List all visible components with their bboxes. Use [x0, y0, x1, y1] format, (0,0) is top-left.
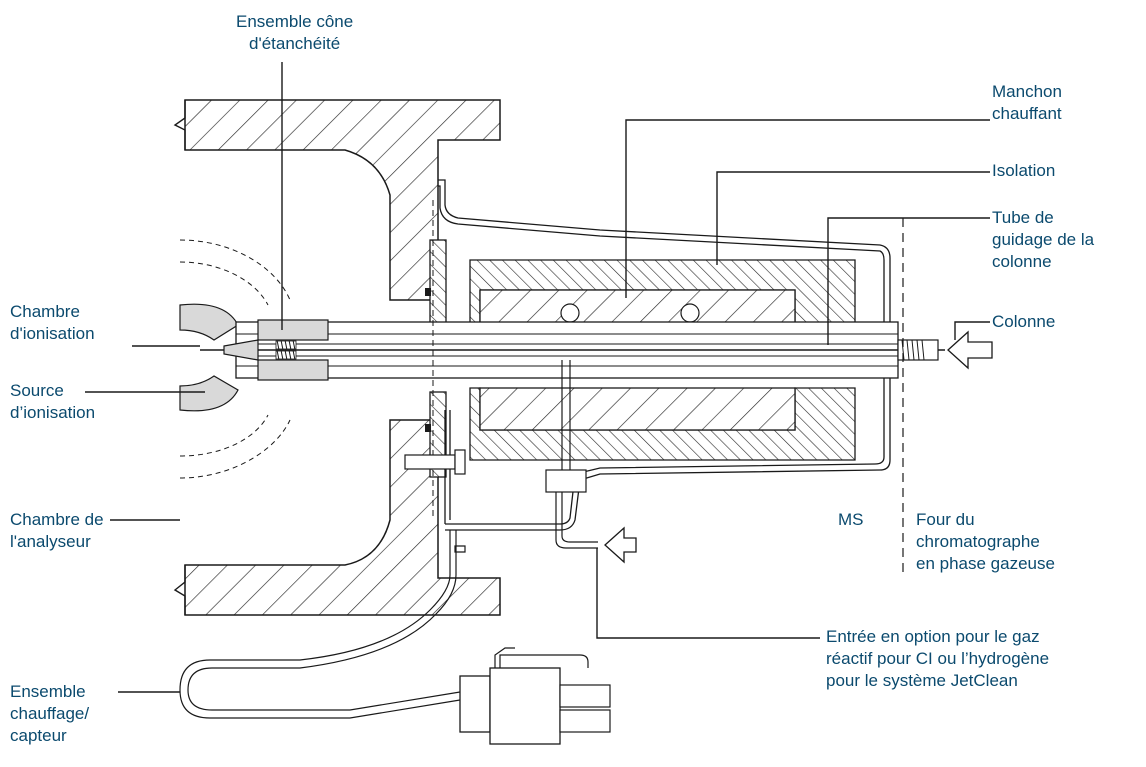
label-heater-sensor-assembly: Ensemble chauffage/ capteur [10, 682, 90, 745]
leader-column [954, 321, 990, 340]
leader-insulation [716, 171, 990, 265]
leader-optional-inlet [596, 548, 820, 639]
label-ionization-chamber: Chambre d'ionisation [10, 302, 95, 343]
heater-sensor-cable [179, 530, 466, 719]
heater-sensor-connector [459, 647, 611, 745]
seal-cone-assembly [223, 319, 329, 381]
leader-heater-sleeve [625, 119, 990, 298]
analyzer-chamber-outline [179, 239, 291, 479]
label-column-guide-tube: Tube de guidage de la colonne [992, 208, 1095, 271]
heater-sleeve-body [479, 289, 796, 431]
arrow-left-icon [947, 330, 993, 370]
leader-guide-tube [827, 217, 990, 345]
gas-channel [545, 360, 598, 549]
label-heater-sleeve: Manchon chauffant [992, 82, 1062, 123]
label-analyzer-chamber: Chambre de l'analyseur [10, 510, 104, 551]
ionization-chamber-shape [179, 303, 239, 412]
label-insulation: Isolation [992, 161, 1056, 180]
label-optional-inlet: Entrée en option pour le gaz réactif pou… [826, 627, 1050, 690]
label-seal-cone-assembly: Ensemble cône d'étanchéité [236, 12, 354, 53]
lower-clamp [404, 449, 466, 475]
label-column: Colonne [992, 312, 1056, 331]
label-gc-oven: Four du chromatographe en phase gazeuse [916, 510, 1055, 573]
threaded-fitting [897, 339, 939, 361]
arrow-left-icon [604, 526, 637, 564]
label-ms: MS [838, 510, 864, 529]
leader-lines [85, 62, 990, 693]
label-ionization-source: Source d’ionisation [10, 381, 96, 422]
